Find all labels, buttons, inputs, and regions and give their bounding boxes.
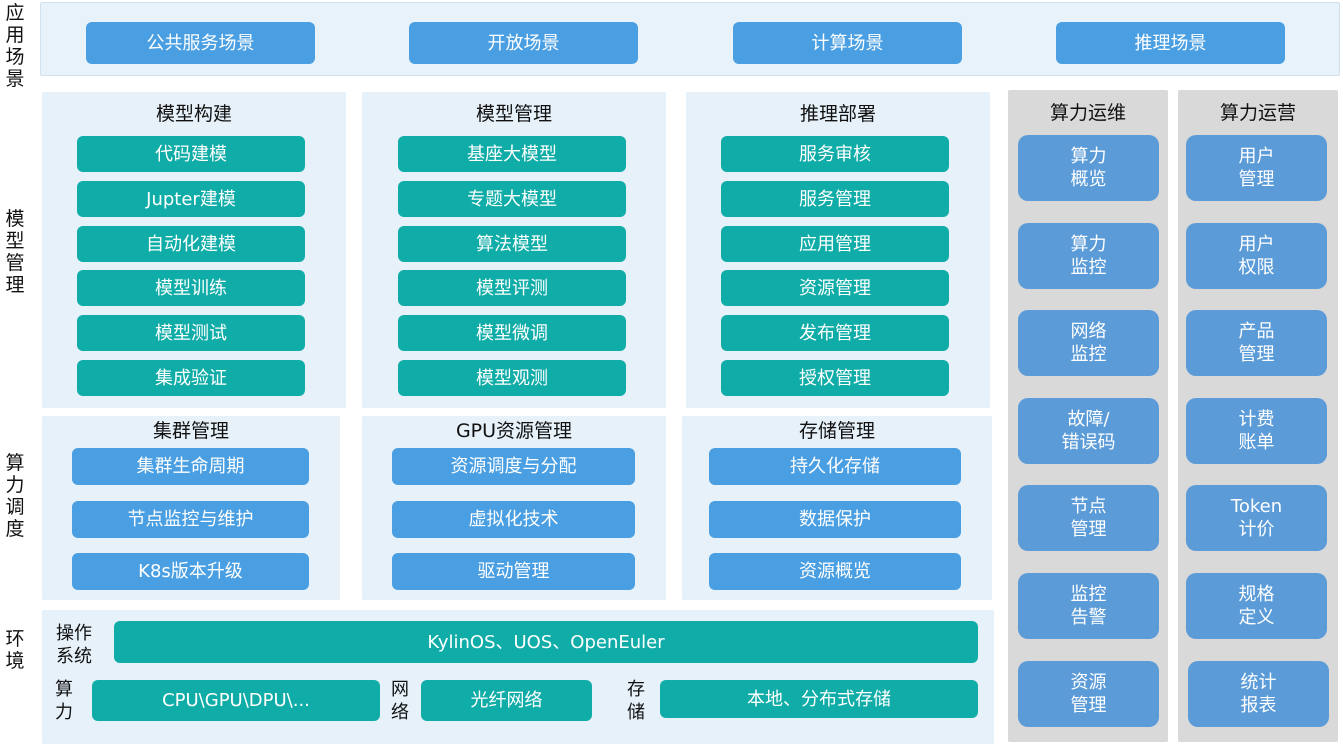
gpu-mgmt-panel: GPU资源管理 资源调度与分配 虚拟化技术 驱动管理 [362,416,666,600]
model-build-item[interactable]: 模型测试 [77,315,305,351]
model-build-item[interactable]: 模型训练 [77,270,305,306]
inference-deploy-item[interactable]: 授权管理 [721,360,949,396]
compute-ops-item[interactable]: 资源管理 [1018,661,1159,727]
cluster-mgmt-item[interactable]: 集群生命周期 [72,448,309,485]
compute-operation-item[interactable]: 统计报表 [1188,661,1329,727]
app-scene-public[interactable]: 公共服务场景 [86,22,315,64]
model-manage-panel: 模型管理 基座大模型 专题大模型 算法模型 模型评测 模型微调 模型观测 [362,92,666,408]
inference-deploy-title: 推理部署 [799,103,876,125]
label-env: 环境 [5,628,25,672]
model-build-item[interactable]: Jupter建模 [77,181,305,217]
compute-ops-item[interactable]: 算力概览 [1018,135,1159,201]
compute-operation-item[interactable]: 用户权限 [1186,223,1327,289]
compute-ops-item[interactable]: 监控告警 [1018,573,1159,639]
env-storage-value[interactable]: 本地、分布式存储 [660,680,978,718]
inference-deploy-item[interactable]: 资源管理 [721,270,949,306]
app-scene-compute[interactable]: 计算场景 [733,22,962,64]
model-manage-item[interactable]: 基座大模型 [398,136,626,172]
label-app-scene: 应用场景 [5,2,25,90]
storage-mgmt-title: 存储管理 [798,420,875,442]
model-build-title: 模型构建 [155,103,232,125]
model-build-item[interactable]: 自动化建模 [77,226,305,262]
env-compute-value[interactable]: CPU\GPU\DPU\... [92,680,380,721]
storage-mgmt-item[interactable]: 资源概览 [709,553,961,590]
env-storage-label: 存储 [627,679,645,723]
env-os-value[interactable]: KylinOS、UOS、OpenEuler [114,621,978,663]
inference-deploy-item[interactable]: 服务管理 [721,181,949,217]
environment-panel: 操作系统 KylinOS、UOS、OpenEuler 算力 CPU\GPU\DP… [42,610,994,744]
env-os-label: 操作系统 [56,623,92,667]
label-compute-sched: 算力调度 [5,452,25,540]
inference-deploy-item[interactable]: 发布管理 [721,315,949,351]
compute-operation-item[interactable]: 产品管理 [1186,310,1327,376]
model-manage-item[interactable]: 专题大模型 [398,181,626,217]
model-build-item[interactable]: 集成验证 [77,360,305,396]
model-build-item[interactable]: 代码建模 [77,136,305,172]
inference-deploy-panel: 推理部署 服务审核 服务管理 应用管理 资源管理 发布管理 授权管理 [686,92,990,408]
model-manage-item[interactable]: 模型评测 [398,270,626,306]
model-manage-title: 模型管理 [475,103,552,125]
model-manage-item[interactable]: 模型观测 [398,360,626,396]
compute-ops-item[interactable]: 网络监控 [1018,310,1159,376]
app-scene-panel: 公共服务场景 开放场景 计算场景 推理场景 [40,2,1340,76]
storage-mgmt-item[interactable]: 数据保护 [709,501,961,538]
gpu-mgmt-item[interactable]: 驱动管理 [392,553,635,590]
cluster-mgmt-item[interactable]: K8s版本升级 [72,553,309,590]
model-build-panel: 模型构建 代码建模 Jupter建模 自动化建模 模型训练 模型测试 集成验证 [42,92,346,408]
storage-mgmt-panel: 存储管理 持久化存储 数据保护 资源概览 [682,416,992,600]
gpu-mgmt-title: GPU资源管理 [455,420,573,442]
model-manage-item[interactable]: 算法模型 [398,226,626,262]
label-model-mgmt: 模型管理 [5,208,25,296]
model-manage-item[interactable]: 模型微调 [398,315,626,351]
compute-ops-title: 算力运维 [1049,102,1126,124]
app-scene-inference[interactable]: 推理场景 [1056,22,1285,64]
compute-operation-item[interactable]: 计费账单 [1186,398,1327,464]
env-compute-label: 算力 [55,679,73,723]
compute-ops-panel: 算力运维 算力概览 算力监控 网络监控 故障/错误码 节点管理 监控告警 资源管… [1008,90,1168,742]
compute-ops-item[interactable]: 故障/错误码 [1018,398,1159,464]
compute-operation-item[interactable]: 用户管理 [1186,135,1327,201]
gpu-mgmt-item[interactable]: 虚拟化技术 [392,501,635,538]
storage-mgmt-item[interactable]: 持久化存储 [709,448,961,485]
env-network-label: 网络 [391,679,409,723]
cluster-mgmt-panel: 集群管理 集群生命周期 节点监控与维护 K8s版本升级 [42,416,340,600]
compute-ops-item[interactable]: 节点管理 [1018,485,1159,551]
env-network-value[interactable]: 光纤网络 [421,680,592,721]
compute-operation-item[interactable]: 规格定义 [1186,573,1327,639]
compute-operation-title: 算力运营 [1219,102,1296,124]
compute-ops-item[interactable]: 算力监控 [1018,223,1159,289]
cluster-mgmt-title: 集群管理 [152,420,229,442]
cluster-mgmt-item[interactable]: 节点监控与维护 [72,501,309,538]
app-scene-open[interactable]: 开放场景 [409,22,638,64]
gpu-mgmt-item[interactable]: 资源调度与分配 [392,448,635,485]
inference-deploy-item[interactable]: 服务审核 [721,136,949,172]
inference-deploy-item[interactable]: 应用管理 [721,226,949,262]
